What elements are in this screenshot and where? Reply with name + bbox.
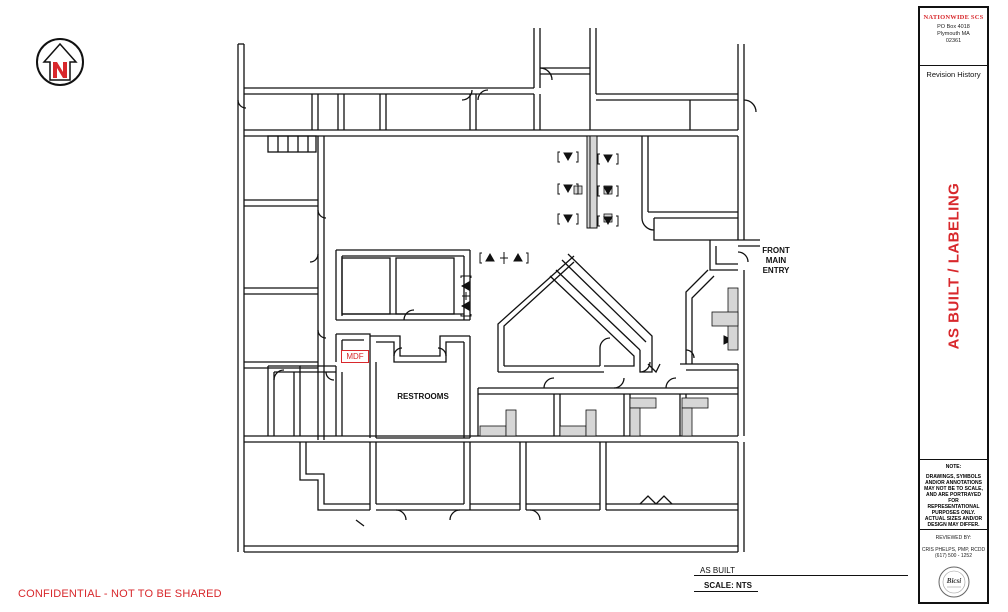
reviewer-phone: (617) 500 - 1252 bbox=[935, 553, 972, 559]
reviewer-name: CRIS PHELPS, PMP, RCDD bbox=[921, 547, 986, 553]
entry-label-line: ENTRY bbox=[762, 266, 790, 275]
mdf-label: MDF bbox=[341, 350, 369, 363]
address-line: 02361 bbox=[945, 38, 962, 44]
company-header: NATIONWIDE SCS PO Box 4018 Plymouth MA 0… bbox=[920, 8, 987, 66]
address-line: PO Box 4018 bbox=[937, 24, 970, 30]
company-address: PO Box 4018 Plymouth MA 02361 bbox=[920, 24, 987, 45]
note-body: DRAWINGS, SYMBOLS AND/OR ANNOTATIONS MAY… bbox=[924, 474, 983, 528]
caption-rule bbox=[694, 575, 908, 576]
confidential-notice: CONFIDENTIAL - NOT TO BE SHARED bbox=[18, 588, 222, 600]
front-label-line: FRONT bbox=[762, 246, 790, 255]
scale-caption: SCALE: NTS bbox=[704, 581, 752, 590]
north-arrow-logo-icon bbox=[36, 38, 84, 86]
center-fixtures bbox=[573, 135, 613, 229]
seal-text: Bicsi bbox=[946, 577, 961, 585]
scale-rule bbox=[694, 591, 758, 592]
review-section: REVIEWED BY: CRIS PHELPS, PMP, RCDD (617… bbox=[920, 530, 987, 606]
wireless-access-point-icon bbox=[460, 151, 734, 345]
revision-history-section: Revision History AS BUILT / LABELING bbox=[920, 66, 987, 460]
gray-fixtures bbox=[479, 287, 739, 437]
note-title: NOTE: bbox=[945, 464, 962, 470]
front-main-entry-label: FRONT MAIN ENTRY bbox=[752, 246, 800, 276]
title-block: NATIONWIDE SCS PO Box 4018 Plymouth MA 0… bbox=[918, 6, 989, 604]
bicsi-seal-icon: Bicsi bbox=[938, 566, 970, 598]
walls bbox=[237, 28, 760, 553]
revision-history-title: Revision History bbox=[926, 70, 981, 79]
company-name: NATIONWIDE SCS bbox=[923, 14, 984, 21]
reviewed-by-label: REVIEWED BY: bbox=[935, 535, 972, 541]
as-built-caption: AS BUILT bbox=[700, 566, 735, 575]
address-line: Plymouth MA bbox=[937, 31, 970, 37]
note-section: NOTE: DRAWINGS, SYMBOLS AND/OR ANNOTATIO… bbox=[920, 460, 987, 530]
reviewer-info: CRIS PHELPS, PMP, RCDD (617) 500 - 1252 bbox=[920, 547, 987, 559]
main-label-line: MAIN bbox=[765, 256, 787, 265]
restrooms-label: RESTROOMS bbox=[397, 392, 449, 401]
drawing-title: AS BUILT / LABELING bbox=[945, 182, 962, 350]
